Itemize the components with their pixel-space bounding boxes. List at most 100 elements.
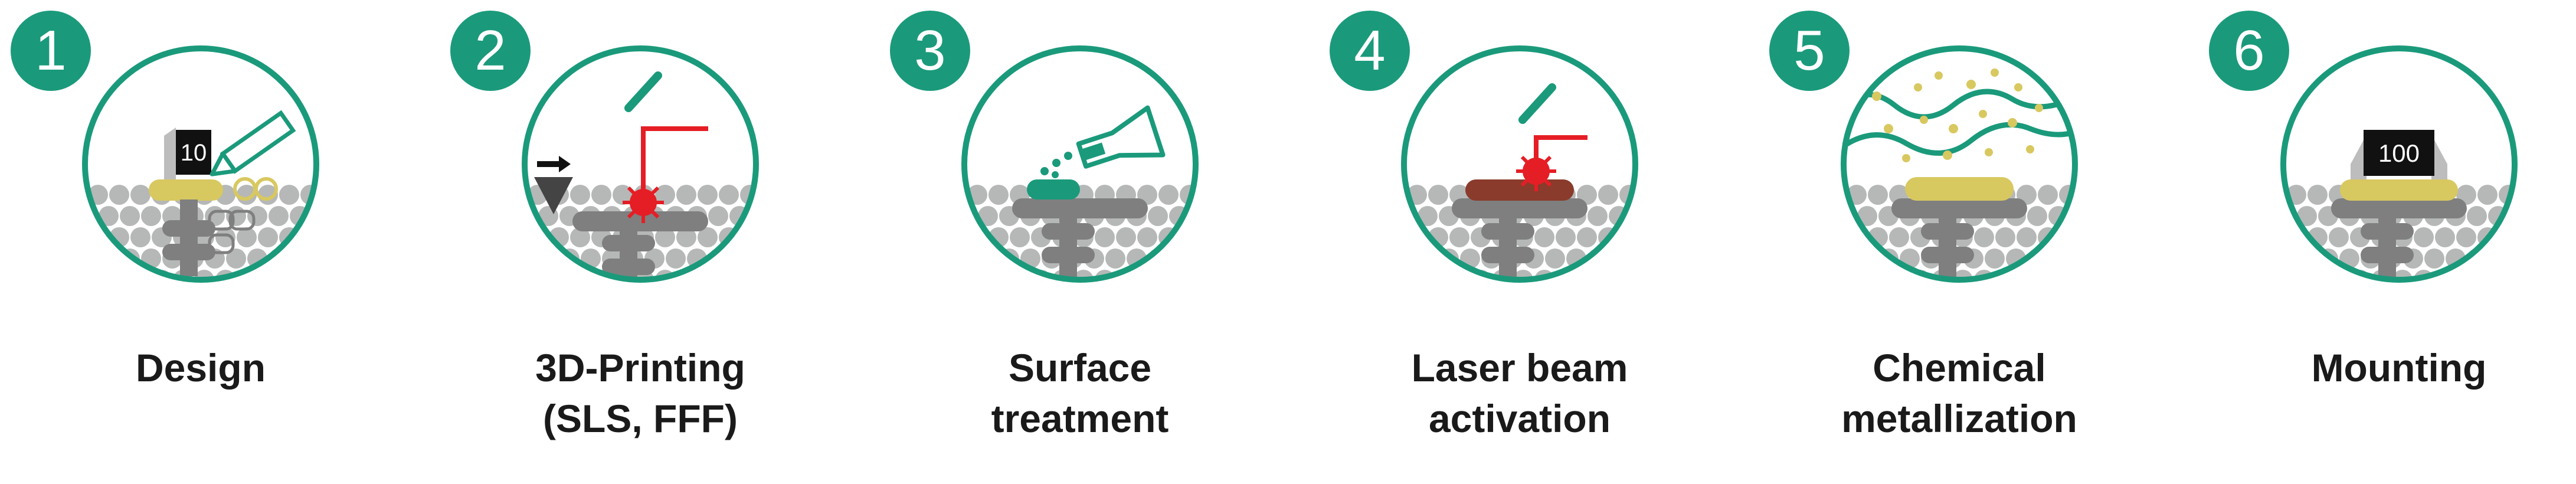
step-label-line: 3D-Printing xyxy=(535,346,745,390)
powder-particle xyxy=(1105,248,1125,269)
powder-particle xyxy=(1953,270,1973,280)
powder-particle xyxy=(2435,227,2455,247)
powder-particle xyxy=(85,270,87,280)
step-number-badge: 2 xyxy=(450,11,531,91)
powder-particle xyxy=(279,185,299,205)
powder-particle xyxy=(1404,227,1406,247)
powder-particle xyxy=(2414,227,2434,247)
powder-particle xyxy=(2017,270,2037,280)
powder-particle xyxy=(1428,270,1448,280)
powder-particle xyxy=(964,248,977,269)
powder-particle xyxy=(1577,227,1597,247)
step-number-badge: 1 xyxy=(11,11,91,91)
powder-particle xyxy=(1630,248,1635,269)
powder-particle xyxy=(525,248,537,269)
powder-particle xyxy=(570,270,590,280)
step-label: Surface treatment xyxy=(956,342,1204,444)
powder-particle xyxy=(1609,248,1629,269)
step-label-line: Surface xyxy=(1008,346,1152,390)
step-label-line: Design xyxy=(135,346,266,390)
step-number-badge: 4 xyxy=(1330,11,1410,91)
laser-activation-icon xyxy=(1401,45,1638,283)
powder-particle xyxy=(1137,270,1157,280)
powder-particle xyxy=(2038,185,2058,205)
powder-particle xyxy=(1577,270,1597,280)
powder-particle xyxy=(751,248,756,269)
powder-particle xyxy=(676,227,696,247)
step-label-line: Laser beam xyxy=(1411,346,1628,390)
powder-particle xyxy=(2297,248,2317,269)
step-label: 3D-Printing (SLS, FFF) xyxy=(516,342,764,444)
powder-particle xyxy=(99,248,119,269)
powder-particle xyxy=(1619,227,1635,247)
powder-particle xyxy=(1073,270,1094,280)
powder-particle xyxy=(1844,227,1845,247)
powder-particle xyxy=(2297,206,2317,226)
powder-particle xyxy=(1556,227,1576,247)
powder-particle xyxy=(2283,270,2285,280)
powder-particle xyxy=(1857,206,1877,226)
powder-particle xyxy=(1985,248,2005,269)
powder-particle xyxy=(964,270,966,280)
component-display: 10 xyxy=(181,140,207,166)
powder-particle xyxy=(964,227,966,247)
powder-particle xyxy=(2027,206,2047,226)
powder-particle xyxy=(215,227,235,247)
step-number-badge: 5 xyxy=(1769,11,1850,91)
powder-particle xyxy=(1889,270,1909,280)
powder-particle xyxy=(99,206,119,226)
step-label-line: treatment xyxy=(991,397,1169,440)
powder-particle xyxy=(109,185,129,205)
step-5-chemical-metallization: 5 xyxy=(1759,0,2089,484)
powder-particle xyxy=(1545,248,1565,269)
powder-particle xyxy=(109,270,129,280)
powder-particle xyxy=(2059,270,2075,280)
component-display: 100 xyxy=(2378,139,2420,167)
powder-particle xyxy=(570,227,590,247)
powder-particle xyxy=(2477,270,2498,280)
laser-spot-icon xyxy=(623,182,664,223)
powder-particle xyxy=(988,185,1009,205)
powder-particle xyxy=(1844,270,1845,280)
powder-particle xyxy=(130,227,150,247)
step-label-line: metallization xyxy=(1841,397,2077,440)
powder-particle xyxy=(1449,270,1469,280)
powder-particle xyxy=(978,206,998,226)
step-2-3d-printing: 2 xyxy=(440,0,770,484)
powder-particle xyxy=(2509,206,2515,226)
powder-particle xyxy=(130,185,150,205)
powder-particle xyxy=(1180,227,1196,247)
powder-particle xyxy=(85,227,87,247)
powder-particle xyxy=(729,248,749,269)
powder-particle xyxy=(1407,270,1427,280)
powder-particle xyxy=(2307,185,2328,205)
powder-particle xyxy=(2329,227,2349,247)
powder-particle xyxy=(300,270,316,280)
design-icon: 10 xyxy=(82,45,319,283)
step-label-line: Chemical xyxy=(1873,346,2046,390)
powder-particle xyxy=(988,270,1009,280)
powder-particle xyxy=(2499,270,2515,280)
powder-particle xyxy=(1095,227,1115,247)
powder-particle xyxy=(538,248,558,269)
powder-particle xyxy=(2456,227,2476,247)
powder-particle xyxy=(666,248,686,269)
powder-particle xyxy=(2509,248,2515,269)
step-label: Mounting xyxy=(2275,342,2523,393)
powder-particle xyxy=(591,185,611,205)
step-label-line: (SLS, FFF) xyxy=(543,397,738,440)
powder-particle xyxy=(2467,206,2487,226)
powder-particle xyxy=(2456,270,2476,280)
powder-particle xyxy=(2499,227,2515,247)
step-label-line: Mounting xyxy=(2311,346,2487,390)
powder-particle xyxy=(2424,248,2444,269)
powder-particle xyxy=(1588,206,1608,226)
recoater-arrow-icon xyxy=(534,156,573,214)
powder-particle xyxy=(740,227,756,247)
powder-particle xyxy=(1137,227,1157,247)
powder-particle xyxy=(2392,270,2413,280)
powder-particle xyxy=(290,248,310,269)
